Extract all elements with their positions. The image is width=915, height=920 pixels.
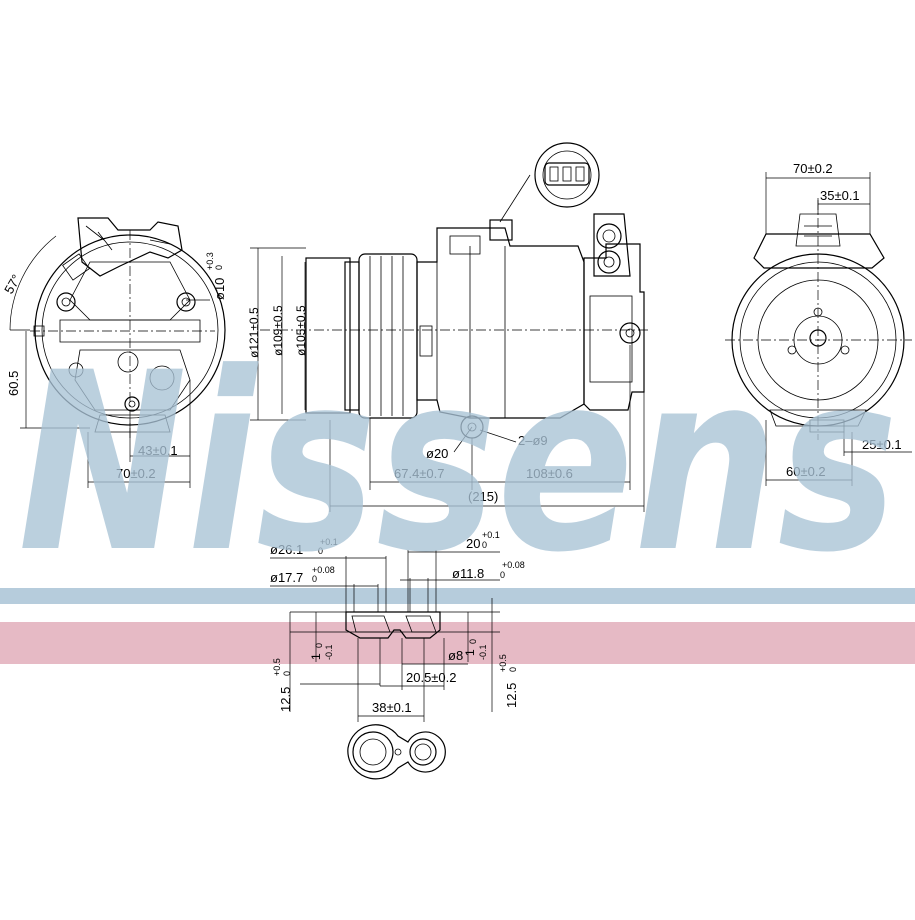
dim-1-right-tol: 0 — [468, 639, 478, 644]
flange-end-view — [347, 724, 446, 780]
dim-f17-tol: +0.08 — [312, 565, 335, 575]
electrical-connector — [489, 142, 600, 241]
dim-215: (215) — [468, 489, 498, 504]
dim-f20-tol2: 0 — [482, 540, 487, 550]
dim-1-right-tol2: -0.1 — [478, 644, 488, 660]
dim-f8: ø8 — [448, 648, 463, 663]
dim-d109: ø109±0.5 — [271, 305, 285, 356]
dim-f26-tol: +0.1 — [320, 537, 338, 547]
dim-67-4: 67.4±0.7 — [394, 466, 445, 481]
dim-angle: 57° — [1, 272, 24, 297]
dim-f26-tol2: 0 — [318, 546, 323, 556]
dim-1-left-tol2: -0.1 — [324, 644, 334, 660]
dim-12-5-right: 12.5 — [504, 683, 519, 708]
dim-12-5-left-tol: +0.5 — [272, 658, 282, 676]
dim-f17: ø17.7 — [270, 570, 303, 585]
dim-12-5-left-tol2: 0 — [282, 671, 292, 676]
side-view: ø121±0.5 ø109±0.5 ø105±0.5 ø20 2–ø9 67.4… — [247, 142, 650, 512]
dim-dia-10-tol: +0.3 — [205, 252, 215, 270]
dim-f26: ø26.1 — [270, 542, 303, 557]
dim-12-5-right-tol2: 0 — [508, 667, 518, 672]
dim-f11-tol2: 0 — [500, 570, 505, 580]
watermark-red-band — [0, 622, 915, 664]
dim-f20-tol: +0.1 — [482, 530, 500, 540]
dim-d121: ø121±0.5 — [247, 307, 261, 358]
dim-d105: ø105±0.5 — [294, 305, 308, 356]
dim-d20: ø20 — [426, 446, 448, 461]
flange-detail: ø26.1 +0.1 0 20 +0.1 0 ø17.7 +0.08 0 ø11… — [270, 530, 525, 722]
dim-1-left-tol: 0 — [314, 643, 324, 648]
dim-43: 43±0.1 — [138, 443, 178, 458]
dim-1-right: 1 — [463, 649, 477, 656]
watermark-blue-band — [0, 588, 915, 604]
dim-60-5: 60.5 — [6, 371, 21, 396]
dim-f17-tol2: 0 — [312, 574, 317, 584]
dim-25: 25±0.1 — [862, 437, 902, 452]
dim-12-5-right-tol: +0.5 — [498, 654, 508, 672]
dim-f11-tol: +0.08 — [502, 560, 525, 570]
right-end-view: 70±0.2 35±0.1 25±0.1 60±0.2 — [725, 161, 912, 486]
watermark-text: Nissens — [18, 321, 898, 607]
left-end-view: 57° 60.5 ø10 +0.3 0 43±0.1 70±0.2 — [1, 217, 227, 488]
dim-70-right: 70±0.2 — [793, 161, 833, 176]
dim-dia-10: ø10 — [212, 278, 227, 300]
dim-f38: 38±0.1 — [372, 700, 412, 715]
dim-12-5-left: 12.5 — [278, 687, 293, 712]
dim-f20-5: 20.5±0.2 — [406, 670, 457, 685]
dim-dia-10-tol2: 0 — [214, 265, 224, 270]
dim-1-left: 1 — [309, 653, 323, 660]
dim-108: 108±0.6 — [526, 466, 573, 481]
dim-35: 35±0.1 — [820, 188, 860, 203]
dim-60: 60±0.2 — [786, 464, 826, 479]
dim-f20: 20 — [466, 536, 480, 551]
dim-70-left: 70±0.2 — [116, 466, 156, 481]
dim-f11: ø11.8 — [452, 566, 484, 581]
dim-holes: 2–ø9 — [518, 433, 548, 448]
